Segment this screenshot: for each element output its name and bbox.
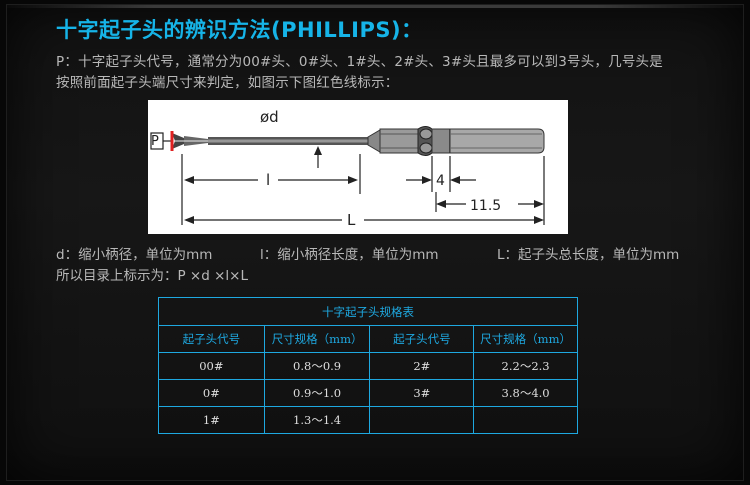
label-11-5: 11.5 (470, 198, 501, 214)
label-p: P (151, 134, 159, 149)
label-L: L (347, 211, 356, 229)
legend-L: L：起子头总长度，单位为mm (497, 247, 680, 263)
cell: 00# (158, 352, 265, 380)
cell: 2# (369, 352, 475, 380)
header-size-2: 尺寸规格（mm） (473, 325, 578, 353)
table-row: 0# 0.9～1.0 3# 3.8～4.0 (158, 379, 578, 407)
cell: 3# (369, 379, 475, 407)
cell: 1# (158, 406, 265, 434)
label-4: 4 (436, 173, 445, 189)
page-title: 十字起子头的辨识方法(PHILLIPS)： (56, 18, 423, 42)
header-code-2: 起子头代号 (369, 325, 475, 353)
table-caption: 十字起子头规格表 (158, 297, 578, 326)
screwdriver-bit-diagram: P ød (148, 100, 568, 234)
label-l: l (266, 171, 270, 189)
catalog-formula: 所以目录上标示为：P ×d ×l×L (56, 268, 248, 284)
cell: 2.2～2.3 (473, 352, 578, 380)
label-d: ød (260, 108, 279, 126)
header-size-1: 尺寸规格（mm） (263, 325, 371, 353)
cell: 0.9～1.0 (263, 379, 371, 407)
legend-l: l：缩小柄径长度，单位为mm (260, 247, 439, 263)
cell: 0# (158, 379, 265, 407)
spec-table: 十字起子头规格表 起子头代号 尺寸规格（mm） 起子头代号 尺寸规格（mm） 0… (158, 297, 578, 434)
description-line-1: P：十字起子头代号，通常分为00#头、0#头、1#头、2#头、3#头且最多可以到… (56, 54, 663, 70)
cell: 1.3～1.4 (263, 406, 371, 434)
table-row: 1# 1.3～1.4 (158, 406, 578, 434)
cell: 3.8～4.0 (473, 379, 578, 407)
table-row: 00# 0.8～0.9 2# 2.2～2.3 (158, 352, 578, 380)
cell: 0.8～0.9 (263, 352, 371, 380)
header-code-1: 起子头代号 (158, 325, 265, 353)
cell (473, 406, 578, 434)
description-line-2: 按照前面起子头端尺寸来判定，如图示下图红色线标示： (56, 75, 399, 91)
table-header-row: 起子头代号 尺寸规格（mm） 起子头代号 尺寸规格（mm） (158, 325, 578, 353)
legend-d: d：缩小柄径，单位为mm (56, 247, 213, 263)
cell (369, 406, 475, 434)
